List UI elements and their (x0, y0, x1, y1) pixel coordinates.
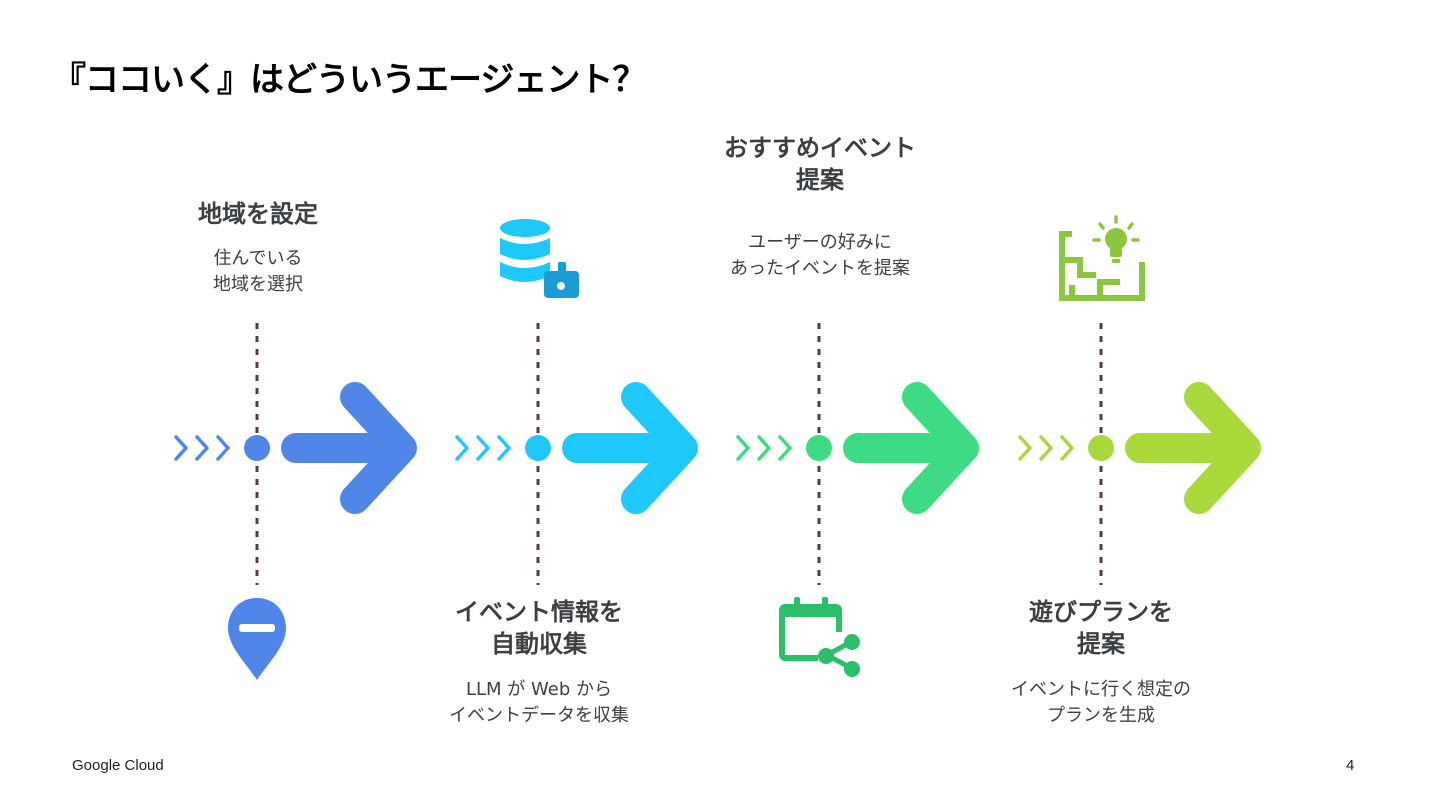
step4-heading-line2: 提案 (1077, 630, 1125, 658)
page-number: 4 (1346, 757, 1355, 774)
footer-brand: Google Cloud (72, 757, 164, 774)
slide-title: 『ココいく』はどういうエージェント？ (52, 60, 646, 100)
stage3-chevrons (736, 435, 792, 461)
step4-description: イベントに行く想定の プランを生成 (961, 677, 1241, 729)
step3-heading: おすすめイベント 提案 (680, 132, 960, 196)
stage1-node (244, 435, 270, 461)
stage4-arrow (1125, 382, 1261, 514)
step1-description-line2: 地域を選択 (213, 274, 303, 295)
step2-heading-line2: 自動収集 (491, 630, 587, 658)
step2-description-line1: LLM が Web から (466, 679, 612, 700)
calendar-share-icon (779, 597, 860, 677)
step2-heading: イベント情報を 自動収集 (399, 596, 679, 660)
step2-description-line2: イベントデータを収集 (449, 705, 629, 726)
step3-heading-line2: 提案 (796, 166, 844, 194)
step2-description: LLM が Web から イベントデータを収集 (399, 677, 679, 729)
stage2-flow (455, 323, 698, 585)
stage4-node (1088, 435, 1114, 461)
step4-heading: 遊びプランを 提案 (961, 596, 1241, 660)
stage4-flow (1018, 323, 1261, 585)
step3-description-line1: ユーザーの好みに (748, 232, 892, 253)
step1-description: 住んでいる 地域を選択 (118, 246, 398, 298)
map-pin-icon (228, 598, 286, 680)
step3-description: ユーザーの好みに あったイベントを提案 (680, 230, 960, 282)
stage3-flow (736, 323, 979, 585)
stage2-node (525, 435, 551, 461)
stage1-arrow (281, 382, 417, 514)
step2-heading-line1: イベント情報を (455, 598, 623, 626)
stage1-chevrons (174, 435, 230, 461)
step4-heading-line1: 遊びプランを (1029, 598, 1173, 626)
stage3-node (806, 435, 832, 461)
step3-description-line2: あったイベントを提案 (730, 258, 910, 279)
database-icon (500, 219, 579, 298)
step1-heading: 地域を設定 (198, 200, 318, 228)
stage1-flow (174, 323, 417, 585)
step1-description-line1: 住んでいる (213, 248, 303, 269)
plan-map-icon (1059, 215, 1145, 301)
stage4-chevrons (1018, 435, 1074, 461)
step4-description-line2: プランを生成 (1047, 705, 1155, 726)
step3-heading-line1: おすすめイベント (724, 134, 916, 162)
stage2-arrow (562, 382, 698, 514)
stage2-chevrons (455, 435, 511, 461)
stage3-arrow (843, 382, 979, 514)
step4-description-line1: イベントに行く想定の (1011, 679, 1191, 700)
